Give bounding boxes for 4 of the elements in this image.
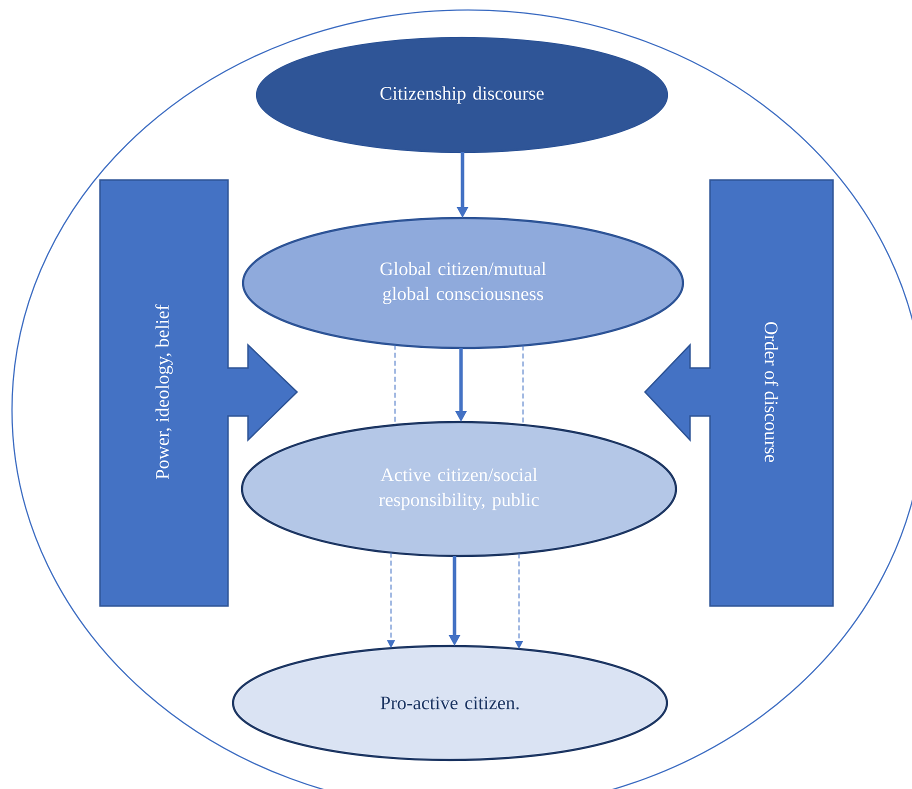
ellipse-node: Global citizen/mutual global consciousness — [242, 216, 684, 350]
ellipse-node: Citizenship discourse — [256, 36, 668, 154]
ellipse-node: Active citizen/social responsibility, public — [240, 420, 678, 558]
ellipse-node: Pro-active citizen. — [232, 644, 668, 762]
